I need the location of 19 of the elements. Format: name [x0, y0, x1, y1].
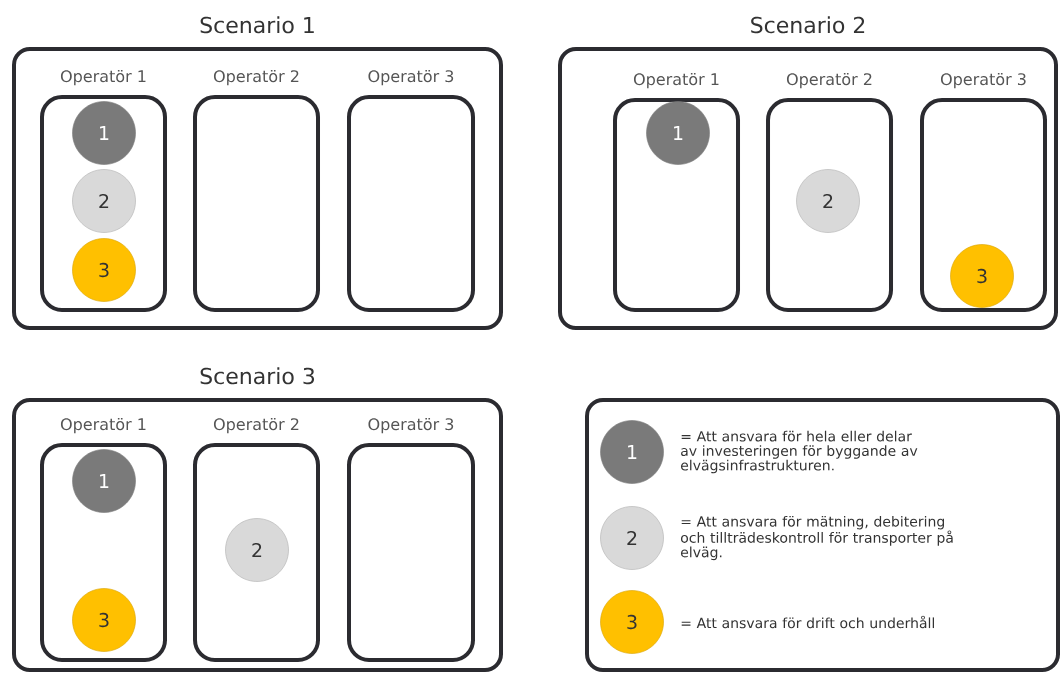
node-label: Operatör 2	[786, 72, 872, 89]
node-label: Scenario 2	[751, 16, 865, 34]
legend-text: = Att ansvara för drift och underhåll	[681, 615, 934, 629]
node-label: Operatör 1	[633, 72, 719, 89]
node-label: Operatör 2	[213, 69, 299, 86]
operator-box: Operatör 3	[347, 69, 475, 312]
node-label: Operatör 3	[368, 417, 454, 434]
node-label: Operatör 2	[213, 417, 299, 434]
legend-text: = Att ansvara för hela eller delar av investeringen för byggande av elvägsinfrastrukturen.	[681, 430, 918, 474]
operator-box: Operatör 3	[347, 417, 475, 662]
operator-box: Operatör 2	[193, 69, 320, 312]
node-label: Operatör 1	[60, 69, 146, 86]
node-label: Operatör 1	[60, 417, 146, 434]
node-label: Scenario 3	[200, 367, 315, 385]
node-label: Operatör 3	[940, 72, 1026, 89]
legend-text: = Att ansvara för mätning, debitering och tillträdeskontroll för transporter på elväg.	[681, 515, 953, 561]
node-label: Scenario 1	[200, 16, 314, 34]
legend-panel	[585, 398, 1060, 672]
node-label: Operatör 3	[368, 69, 454, 86]
